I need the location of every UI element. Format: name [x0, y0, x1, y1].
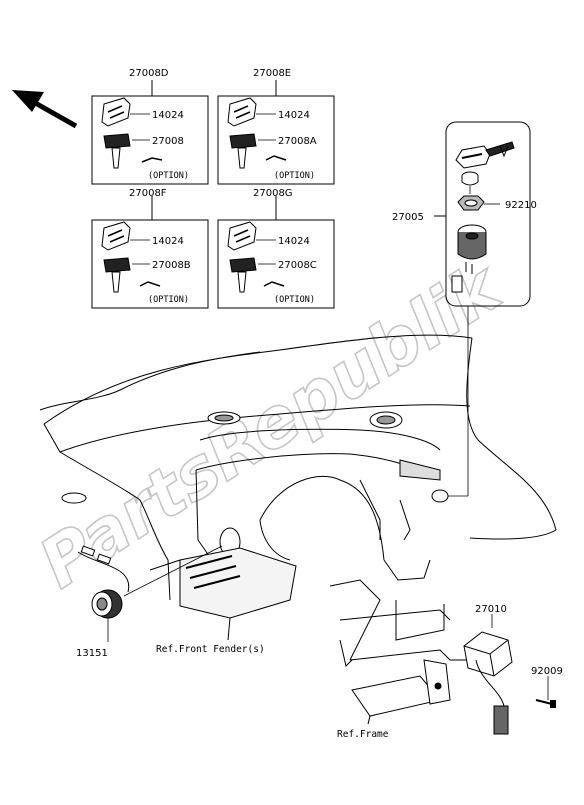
key-set-label-e: 27008E: [253, 68, 291, 79]
bolt-92009-icon: [535, 676, 556, 708]
key-icon: [103, 133, 131, 169]
key-cap-part-f: 14024: [152, 236, 184, 247]
key-cap-icon: [101, 97, 131, 127]
grommet-icon: [61, 492, 87, 504]
key-cap-icon: [227, 97, 257, 127]
watermark-text: PartsRepublik: [26, 247, 517, 604]
cap-icon: [461, 171, 479, 194]
grommet-icon: [214, 414, 234, 422]
relay-27010-icon: [463, 614, 513, 735]
ignition-assembly-box: [434, 121, 531, 307]
relay-part-label: 27010: [475, 604, 507, 615]
key-set-box-e: [217, 80, 335, 185]
switch-13151-icon: [77, 545, 223, 642]
key-part-e: 27008A: [278, 136, 317, 147]
key-set-box-d: [91, 80, 209, 185]
key-cap-icon: [101, 221, 131, 251]
switch-hole-icon: [431, 489, 449, 503]
ref-front-fender-label: Ref.Front Fender(s): [156, 644, 265, 655]
key-cap-part-g: 14024: [278, 236, 310, 247]
key-part-g: 27008C: [278, 260, 317, 271]
key-cap-icon: [227, 221, 257, 251]
key-set-label-g: 27008G: [253, 188, 293, 199]
key-part-d: 27008: [152, 136, 184, 147]
key-set-label-d: 27008D: [129, 68, 169, 79]
key-icon: [103, 257, 131, 293]
key-set-label-f: 27008F: [129, 188, 167, 199]
option-label-f: (OPTION): [148, 295, 189, 305]
key-set-box-g: [217, 196, 335, 309]
ignition-switch-icon: [451, 224, 487, 293]
front-fender-outline: [149, 547, 297, 641]
switch-part-label: 13151: [76, 648, 108, 659]
option-label-e: (OPTION): [274, 171, 315, 181]
key-cap-part-e: 14024: [278, 110, 310, 121]
key-icon: [229, 257, 257, 293]
key-set-box-f: [91, 196, 209, 309]
ignition-assembly-label: 27005: [392, 212, 424, 223]
direction-arrow-icon: [12, 90, 78, 129]
ignition-key-icon: [455, 141, 515, 169]
frame-outline: [329, 579, 470, 725]
fairing-outline: [39, 334, 557, 601]
option-label-d: (OPTION): [148, 171, 189, 181]
nut-icon: [457, 195, 485, 211]
option-label-g: (OPTION): [274, 295, 315, 305]
nut-part-label: 92210: [505, 200, 537, 211]
grommet-icon: [376, 415, 396, 425]
bolt-part-label: 92009: [531, 666, 563, 677]
ref-frame-label: Ref.Frame: [337, 729, 389, 740]
key-icon: [229, 133, 257, 169]
key-cap-part-d: 14024: [152, 110, 184, 121]
key-part-f: 27008B: [152, 260, 191, 271]
